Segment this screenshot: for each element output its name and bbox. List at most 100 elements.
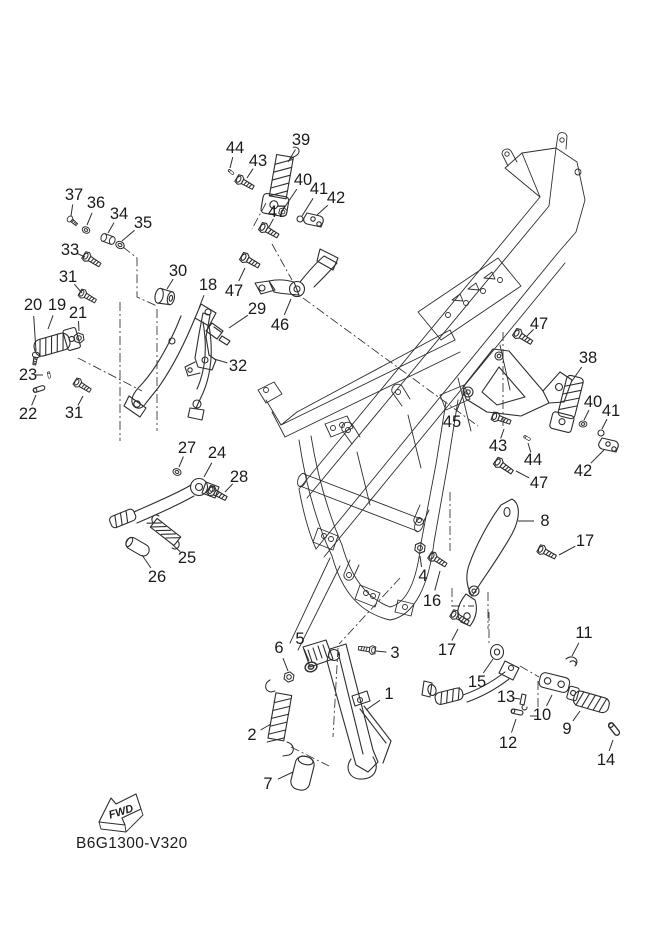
callout-leader-line-36 — [86, 212, 93, 226]
washer-41-top — [296, 215, 304, 223]
bolt-47-mid — [238, 250, 263, 272]
part-number-callout-41: 41 — [310, 180, 328, 198]
bolt-33 — [80, 250, 104, 270]
part-38-footrest — [549, 374, 584, 433]
part-number-callout-20: 20 — [24, 296, 42, 314]
assembly-axis-line — [529, 681, 539, 717]
diagram-code: B6G1300-V320 — [76, 835, 188, 852]
callout-leader-line-29 — [228, 314, 249, 329]
washer-36 — [80, 225, 92, 235]
part-number-callout-46: 46 — [271, 316, 289, 334]
part-number-callout-3: 3 — [390, 644, 399, 662]
callout-leader-line-22 — [31, 394, 37, 406]
part-number-callout-18: 18 — [199, 276, 217, 294]
callout-leader-line-47 — [515, 470, 530, 479]
part-number-callout-14: 14 — [597, 751, 615, 769]
part-7-collar — [290, 755, 315, 791]
screw-37 — [65, 214, 80, 228]
part-number-callout-32: 32 — [229, 357, 247, 375]
callout-leader-line-10 — [546, 694, 553, 707]
part-number-callout-31: 31 — [59, 268, 77, 286]
screw-20 — [30, 351, 41, 366]
callout-leader-line-16 — [434, 570, 441, 591]
part-number-callout-40: 40 — [294, 171, 312, 189]
callout-leader-line-47 — [268, 218, 274, 228]
part-number-callout-39: 39 — [292, 131, 310, 149]
bolt-17-upper — [535, 543, 559, 563]
part-number-callout-43: 43 — [249, 152, 267, 170]
pin-14 — [606, 721, 622, 737]
part-8-footrest-bracket-rear — [457, 498, 519, 627]
callout-leader-line-31 — [73, 283, 83, 294]
part-number-callout-24: 24 — [208, 444, 226, 462]
callout-leader-line-41 — [601, 418, 608, 430]
fwd-marker — [98, 793, 144, 833]
fwd-label: FWD — [107, 803, 135, 822]
callout-leader-line-44 — [229, 156, 234, 169]
part-15-shift-pedal — [421, 643, 520, 706]
bolt-17-lower — [448, 608, 472, 628]
pin-22 — [32, 384, 46, 394]
assembly-axis-line — [290, 746, 330, 767]
part-number-callout-43: 43 — [489, 437, 507, 455]
callout-leader-line-39 — [287, 149, 296, 163]
pin-44-top — [227, 168, 235, 176]
pin-12 — [510, 708, 524, 716]
callout-leader-line-35 — [121, 229, 135, 242]
washer-40-right — [578, 420, 588, 428]
part-42-joint — [303, 212, 324, 228]
part-number-callout-27: 27 — [178, 439, 196, 457]
callout-leader-line-11 — [571, 642, 580, 657]
washer-35 — [114, 239, 126, 251]
callout-leader-line-19 — [47, 315, 54, 330]
callout-leader-line-44 — [527, 442, 532, 453]
part-number-callout-42: 42 — [574, 462, 592, 480]
callout-leader-line-30 — [166, 278, 174, 290]
part-26-collar — [125, 536, 150, 557]
part-number-callout-45: 45 — [443, 413, 461, 431]
callout-leader-line-21 — [78, 321, 80, 332]
part-1-side-stand — [302, 639, 392, 780]
callout-leader-line-17 — [558, 545, 576, 556]
callout-leader-line-42 — [590, 449, 605, 464]
part-18-footrest-bracket — [123, 303, 217, 421]
part-number-callout-28: 28 — [230, 468, 248, 486]
callout-leader-line-7 — [277, 771, 294, 780]
part-number-callout-36: 36 — [87, 194, 105, 212]
part-number-callout-35: 35 — [134, 214, 152, 232]
callout-leader-line-20 — [33, 315, 37, 352]
part-25-spring — [146, 514, 182, 550]
part-number-callout-4: 4 — [418, 567, 427, 585]
part-number-callout-7: 7 — [263, 775, 272, 793]
part-number-callout-10: 10 — [533, 706, 551, 724]
part-number-callout-34: 34 — [110, 205, 128, 223]
part-number-callout-12: 12 — [499, 734, 517, 752]
part-30-bushing — [154, 287, 176, 306]
callout-leader-line-45 — [455, 392, 465, 412]
part-number-callout-30: 30 — [169, 262, 187, 280]
callout-leader-line-17 — [451, 628, 459, 641]
callout-leader-line-31 — [77, 395, 84, 406]
bolt-47-right-lower — [492, 455, 516, 477]
callout-leader-line-3 — [375, 650, 387, 653]
part-number-callout-17: 17 — [438, 641, 456, 659]
part-number-callout-5: 5 — [295, 630, 304, 648]
part-number-callout-8: 8 — [540, 512, 549, 530]
part-number-callout-17: 17 — [576, 532, 594, 550]
part-number-callout-40: 40 — [584, 393, 602, 411]
callout-leader-line-47 — [526, 329, 534, 337]
part-46-brake-pedal — [254, 248, 339, 298]
bolt-16 — [426, 550, 450, 570]
callout-leader-lines — [31, 149, 614, 780]
part-number-callout-6: 6 — [274, 639, 283, 657]
assembly-axis-line — [332, 647, 339, 738]
part-number-callout-42: 42 — [327, 189, 345, 207]
callout-leader-line-25 — [171, 543, 181, 553]
part-number-callout-11: 11 — [575, 624, 592, 642]
part-number-callout-21: 21 — [69, 304, 87, 322]
part-number-callout-41: 41 — [602, 402, 620, 420]
washer-27 — [171, 467, 183, 477]
part-number-callout-38: 38 — [579, 349, 597, 367]
